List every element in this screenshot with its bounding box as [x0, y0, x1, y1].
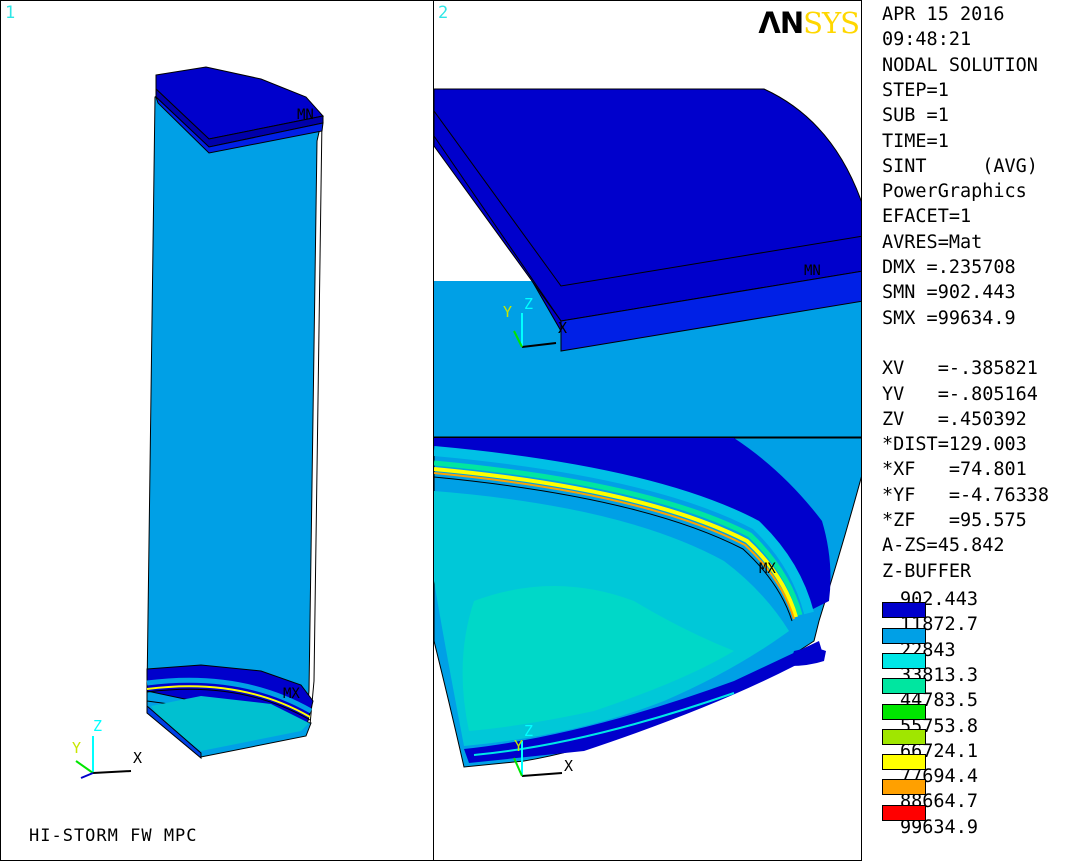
svg-text:X: X: [133, 749, 142, 767]
legend-value: 99634.9: [900, 816, 978, 838]
panel-line: STEP=1: [882, 79, 949, 101]
svg-text:X: X: [564, 757, 573, 775]
mn-marker-2: MN: [804, 263, 821, 279]
panel-line: PowerGraphics: [882, 181, 1027, 203]
panel-line: A-ZS=45.842: [882, 535, 1005, 557]
mx-marker-1: MX: [283, 686, 300, 702]
legend-swatch: [882, 754, 926, 771]
ansys-logo: ΛNSYS: [758, 6, 860, 40]
panel-line: *XF =74.801: [882, 459, 1027, 481]
panel-line: EFACET=1: [882, 206, 972, 228]
panel-line: *ZF =95.575: [882, 510, 1027, 531]
panel-line: SINT (AVG): [882, 155, 1038, 177]
window-number-1: 1: [5, 3, 16, 23]
panel-line: YV =-.805164: [882, 383, 1038, 405]
svg-text:Z: Z: [524, 722, 533, 740]
legend-swatch: [882, 602, 926, 619]
panel-line: SUB =1: [882, 105, 949, 127]
panel-line: NODAL SOLUTION: [882, 54, 1038, 76]
panel-line: Z-BUFFER: [882, 560, 972, 582]
legend-swatch: [882, 779, 926, 796]
legend-swatch: [882, 728, 926, 745]
legend-swatch: [882, 804, 926, 821]
svg-text:Z: Z: [93, 717, 102, 735]
svg-text:Y: Y: [503, 303, 512, 321]
panel-line: SMX =99634.9: [882, 307, 1016, 329]
panel-line: *DIST=129.003: [882, 434, 1027, 456]
panel-line: APR 15 2016: [882, 4, 1005, 25]
legend-swatch: [882, 678, 926, 695]
model-title: HI-STORM FW MPC: [29, 826, 198, 846]
svg-text:Z: Z: [524, 295, 533, 313]
svg-text:Y: Y: [72, 739, 81, 757]
viewport-2[interactable]: MN Z Y X MX Z: [433, 0, 862, 861]
svg-text:X: X: [558, 319, 567, 337]
panel-line: AVRES=Mat: [882, 231, 983, 253]
svg-text:Y: Y: [514, 737, 523, 755]
mx-marker-2: MX: [759, 561, 776, 577]
panel-line: *YF =-4.76338: [882, 484, 1050, 506]
viewport-1[interactable]: MN MX Z Y X 1 HI-STORM FW MPC: [0, 0, 434, 861]
panel-line: ZV =.450392: [882, 408, 1027, 430]
legend-swatch: [882, 627, 926, 644]
legend-swatch: [882, 652, 926, 669]
legend-swatch: [882, 703, 926, 720]
model-view-1: MN MX Z Y X: [72, 66, 324, 779]
axis-triad-1: Z Y X: [72, 717, 142, 779]
axis-triad-2b: Z Y X: [513, 722, 573, 777]
window-number-2: 2: [438, 3, 449, 23]
mn-marker-1: MN: [297, 107, 314, 123]
panel-line: SMN =902.443: [882, 282, 1016, 304]
model-view-2: MN Z Y X MX Z: [434, 88, 861, 777]
panel-line: 09:48:21: [882, 29, 972, 51]
panel-line: TIME=1: [882, 130, 949, 152]
panel-line: XV =-.385821: [882, 358, 1038, 380]
panel-line: DMX =.235708: [882, 257, 1016, 278]
axis-triad-2a: Z Y X: [503, 295, 567, 348]
